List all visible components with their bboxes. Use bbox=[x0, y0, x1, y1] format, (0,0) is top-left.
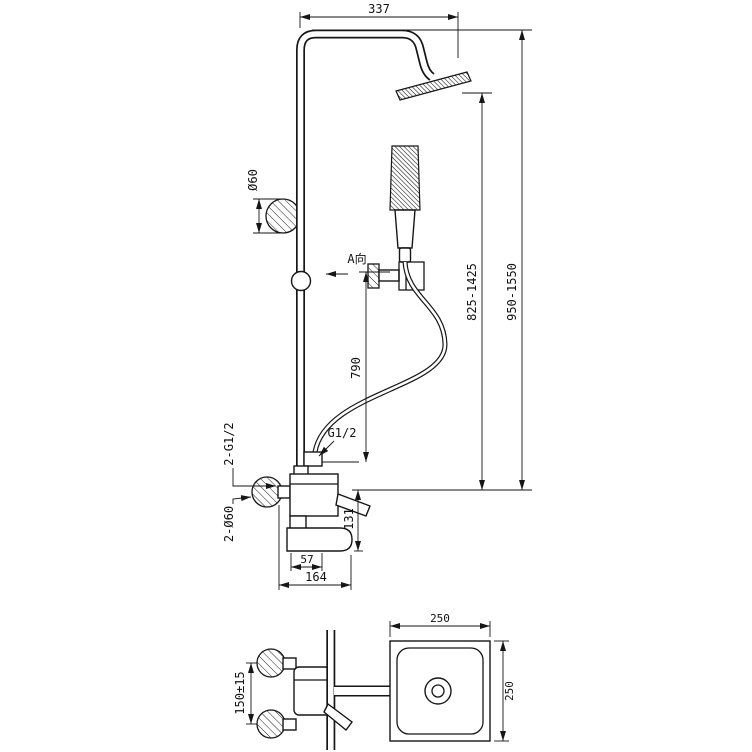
dim-label-g12: G1/2 bbox=[328, 426, 357, 440]
holder-cup bbox=[398, 261, 425, 291]
dim-label-164: 164 bbox=[305, 570, 327, 584]
supply-stem bbox=[277, 485, 291, 499]
dim-label-131: 131 bbox=[342, 508, 356, 530]
dim-label-950-1550: 950-1550 bbox=[505, 263, 519, 321]
dim-label-825-1425: 825-1425 bbox=[465, 263, 479, 321]
view-a-label: A向 bbox=[347, 251, 366, 266]
hand-shower bbox=[389, 145, 421, 263]
mixer-handle-top-view bbox=[323, 702, 353, 732]
inlet-flange-bottom bbox=[256, 709, 286, 739]
dim-label-150: 150±15 bbox=[233, 671, 247, 714]
hand-shower-grip bbox=[389, 145, 421, 211]
tub-spout bbox=[286, 527, 353, 552]
hand-shower-body bbox=[394, 209, 416, 249]
dim-label-250-width: 250 bbox=[430, 612, 450, 625]
head-face-plate bbox=[396, 647, 484, 735]
dim-label-337: 337 bbox=[368, 2, 390, 16]
dim-label-2-phi60: 2-Ø60 bbox=[222, 506, 236, 542]
dim-label-2-g12: 2-G1/2 bbox=[222, 422, 236, 465]
inlet-flange-top bbox=[256, 648, 286, 678]
diverter-knob bbox=[290, 270, 312, 292]
shower-hose bbox=[312, 261, 448, 453]
head-top-view: 250 250 bbox=[389, 612, 516, 742]
spout-connector bbox=[289, 515, 307, 530]
dim-label-phi60: Ø60 bbox=[246, 169, 260, 191]
front-view-dimensions: 337 825-1425 950-1550 790 Ø60 A向 bbox=[222, 2, 532, 590]
hand-shower-tip bbox=[398, 247, 412, 263]
mixer-assembly bbox=[251, 465, 371, 552]
inlet-union-top bbox=[282, 657, 297, 670]
upper-wall-flange bbox=[265, 198, 301, 234]
dim-label-250-depth: 250 bbox=[503, 681, 516, 701]
hose-elbow-fitting bbox=[303, 451, 323, 467]
riser-pipe bbox=[296, 29, 435, 468]
holder-wall-plate bbox=[367, 263, 380, 289]
head-ball-joint-inner bbox=[431, 684, 445, 698]
dim-label-790: 790 bbox=[349, 357, 363, 379]
head-ball-joint-outer bbox=[424, 677, 452, 705]
overhead-shower-head bbox=[395, 71, 472, 101]
dim-label-57: 57 bbox=[300, 553, 313, 566]
inlet-union-bottom bbox=[282, 718, 297, 731]
front-view: 337 825-1425 950-1550 790 Ø60 A向 bbox=[222, 2, 532, 590]
handset-holder bbox=[367, 261, 425, 291]
mixer-body bbox=[289, 473, 339, 517]
mixer-body-top-view bbox=[293, 666, 331, 716]
